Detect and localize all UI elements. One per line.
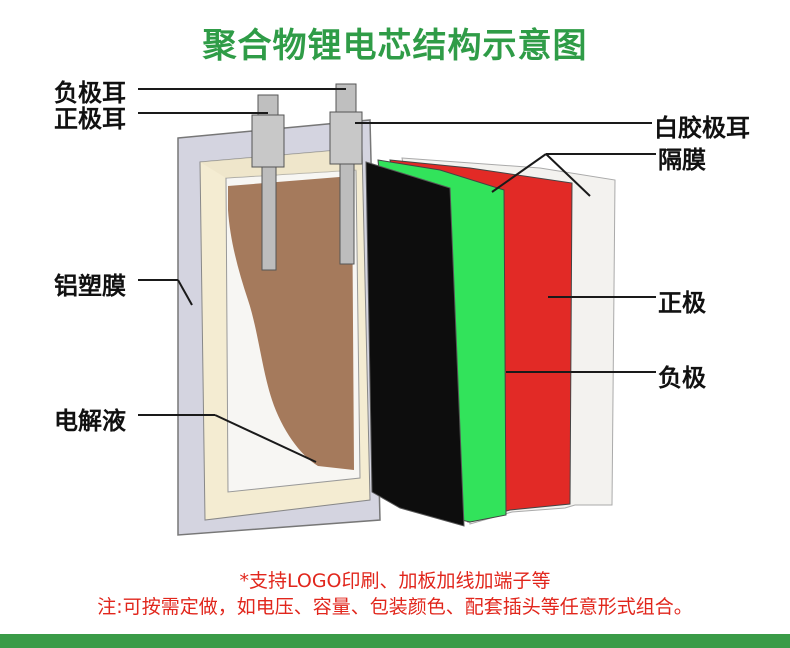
positive-tab-glue — [329, 111, 363, 165]
positive-tab-lower — [339, 163, 355, 265]
note-customization: 注:可按需定做，如电压、容量、包装颜色、配套插头等任意形式组合。 — [97, 596, 693, 618]
label-separator: 隔膜 — [658, 146, 706, 174]
negative-tab-glue — [251, 114, 285, 168]
leader-separator-b — [545, 153, 591, 197]
negative-electrode-shape — [365, 161, 465, 527]
label-positive-electrode: 正极 — [658, 289, 706, 317]
note-support: *支持LOGO印刷、加板加线加端子等 — [239, 570, 551, 592]
label-electrolyte: 电解液 — [54, 407, 126, 435]
label-negative-electrode: 负极 — [658, 364, 706, 392]
leader-aluminum-film-end — [177, 279, 193, 306]
label-negative-tab: 负极耳 — [54, 79, 126, 107]
label-aluminum-film: 铝塑膜 — [54, 272, 126, 300]
bottom-green-bar — [0, 634, 790, 648]
negative-tab-lower — [261, 166, 277, 271]
electrolyte-shape — [228, 176, 354, 470]
label-positive-tab: 正极耳 — [54, 105, 126, 133]
leader-separator-a — [491, 153, 547, 193]
label-white-tab-glue: 白胶极耳 — [654, 114, 750, 142]
diagram-title: 聚合物锂电芯结构示意图 — [202, 26, 588, 66]
leader-electrolyte-end — [214, 414, 317, 463]
